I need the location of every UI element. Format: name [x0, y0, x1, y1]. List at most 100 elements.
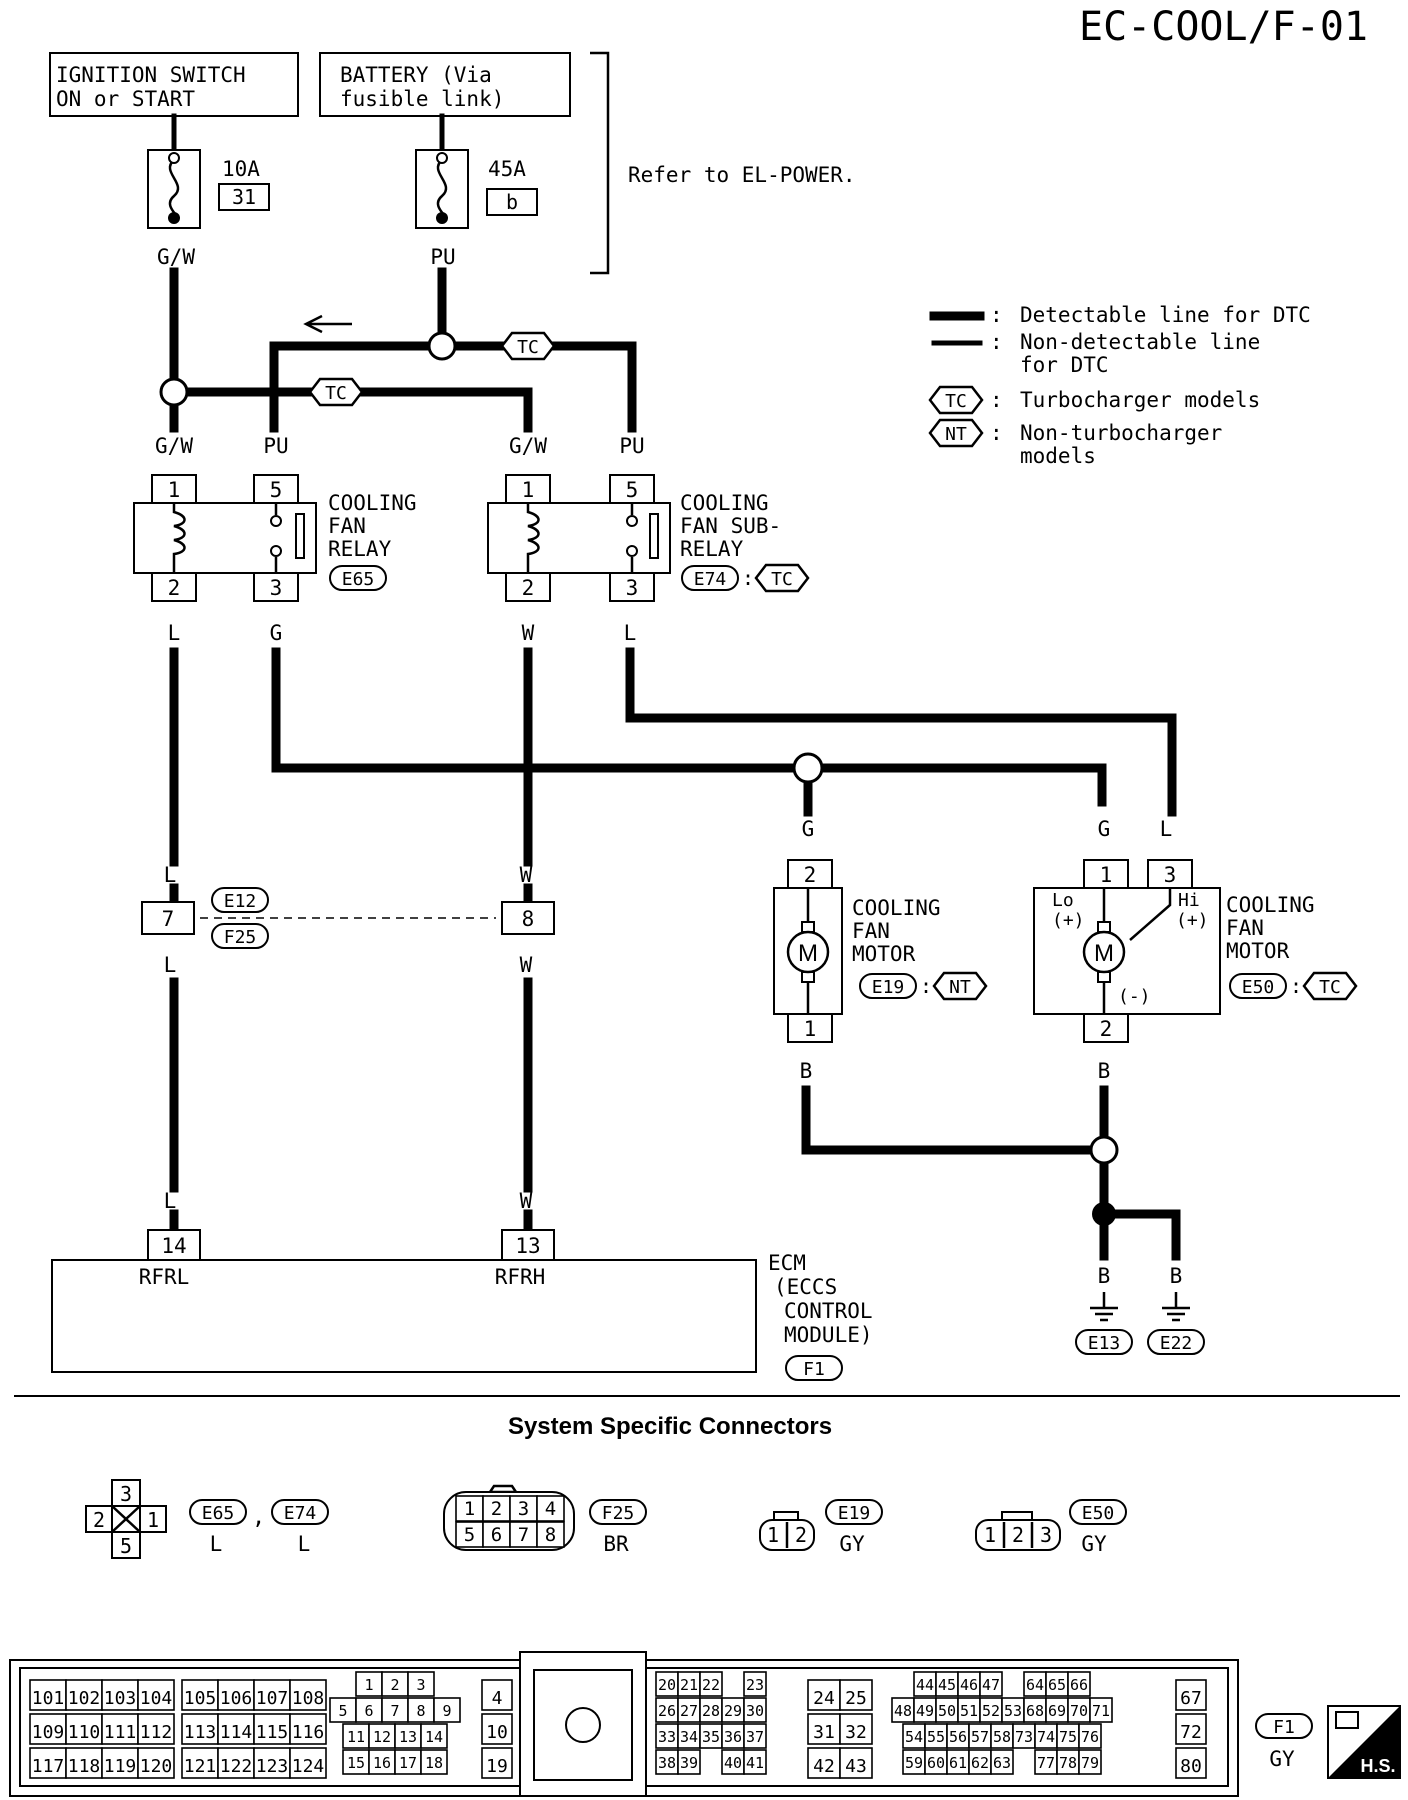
- relay2-label-1: COOLING: [680, 491, 769, 515]
- ecm-cavity: 4: [492, 1688, 503, 1709]
- ecm-cavity: 10: [486, 1722, 508, 1743]
- ecm-cavity: 110: [68, 1722, 101, 1743]
- relay2-label-3: RELAY: [680, 537, 744, 561]
- ecm-cavity: 105: [184, 1688, 217, 1709]
- joint-pin-8: 8: [522, 907, 535, 931]
- ecm-cavity: 74: [1037, 1728, 1055, 1746]
- ecm-cavity: 101: [32, 1688, 65, 1709]
- e50-color: GY: [1081, 1532, 1107, 1556]
- fuse-10a-wire: G/W: [157, 245, 195, 269]
- ecm-cavity: 31: [813, 1722, 835, 1743]
- ecm-cavity: 75: [1059, 1728, 1077, 1746]
- ecm-cavity-cell: [699, 1671, 723, 1697]
- ecm-cavity: 63: [993, 1754, 1011, 1772]
- f25-cavity-cell: [455, 1495, 484, 1522]
- ignition-switch-box: IGNITION SWITCH ON or START: [49, 52, 299, 117]
- e19-conn: E19: [838, 1503, 871, 1524]
- ecm-cavity-cell: [101, 1713, 139, 1745]
- ecm-cavity: 120: [140, 1756, 173, 1777]
- ecm-conn: F1: [803, 1359, 825, 1380]
- ecm-cavity: 50: [938, 1702, 956, 1720]
- ecm-cavity-cell: [253, 1747, 291, 1779]
- legend-turbo: Turbocharger models: [1020, 388, 1260, 412]
- relay2-conn: E74: [694, 569, 727, 590]
- f25-cavity: 7: [518, 1524, 529, 1546]
- relay2-pin1: 1: [522, 478, 535, 502]
- svg-text:1: 1: [767, 1523, 779, 1547]
- svg-text:3: 3: [120, 1482, 132, 1506]
- relay-conn-color-1: L: [210, 1532, 223, 1556]
- f25-cavity-cell: [509, 1495, 538, 1522]
- ecm-cavity-cell: [181, 1679, 219, 1711]
- ecm-cavity-cell: [368, 1749, 396, 1775]
- joint-pin-7: 7: [162, 907, 175, 931]
- ecm-cavity-cell: [839, 1679, 873, 1711]
- ecm-cavity-cell: [65, 1679, 103, 1711]
- relay2-pin5: 5: [626, 478, 639, 502]
- ecm-cavity: 111: [104, 1722, 137, 1743]
- ecm-cavity: 30: [746, 1702, 764, 1720]
- relay1-label-2: FAN: [328, 514, 366, 538]
- ecm-cavity-cell: [1078, 1723, 1102, 1749]
- ecm-cavity: 59: [905, 1754, 923, 1772]
- ecm-cavity: 19: [486, 1756, 508, 1777]
- ecm-cavity-cell: [253, 1679, 291, 1711]
- svg-text::: :: [990, 330, 1003, 354]
- ecm-block: 14 13 RFRL RFRH ECM (ECCS CONTROL MODULE…: [51, 1229, 873, 1381]
- ecm-cavity: 2: [390, 1676, 399, 1694]
- ecm-cavity: 7: [390, 1702, 399, 1720]
- wire-r1-g: G: [270, 621, 283, 645]
- ecm-cavity: 5: [338, 1702, 347, 1720]
- motor1-m-icon: [786, 930, 830, 974]
- svg-text:2: 2: [93, 1508, 105, 1532]
- ecm-cavity: 6: [364, 1702, 373, 1720]
- ecm-cavity: 49: [916, 1702, 934, 1720]
- ecm-cavity: 62: [971, 1754, 989, 1772]
- tc-tag-ignition: TC: [308, 377, 364, 407]
- legend-non-turbo-2: models: [1020, 444, 1096, 468]
- motor2-label-2: FAN: [1226, 916, 1264, 940]
- ecm-cavity: 107: [256, 1688, 289, 1709]
- svg-text::: :: [990, 388, 1003, 412]
- tc-tag-battery: TC: [500, 331, 556, 361]
- ecm-pin-name-rfrh: RFRH: [495, 1265, 546, 1289]
- ecm-cavity-cell: [743, 1749, 767, 1775]
- battery-box: BATTERY (Via fusible link): [319, 52, 571, 117]
- splice-ignition: [159, 377, 189, 407]
- ecm-cavity-cell: [407, 1671, 435, 1697]
- ecm-cavity: 104: [140, 1688, 173, 1709]
- motor1-pin-top: 2: [804, 863, 817, 887]
- ground2-wire: B: [1170, 1264, 1183, 1288]
- ecm-cavity-cell: [807, 1679, 841, 1711]
- ecm-cavity: 8: [416, 1702, 425, 1720]
- ecm-cavity-cell: [677, 1749, 701, 1775]
- ecm-cavity: 67: [1180, 1688, 1202, 1709]
- ecm-cavity: 72: [1180, 1722, 1202, 1743]
- ecm-cavity-cell: [355, 1697, 383, 1723]
- ecm-cavity: 54: [905, 1728, 923, 1746]
- power-bracket: [590, 51, 610, 275]
- f25-color: BR: [603, 1532, 629, 1556]
- ecm-cavity-cell: [394, 1723, 422, 1749]
- svg-text:1: 1: [147, 1508, 159, 1532]
- relay1-label-1: COOLING: [328, 491, 417, 515]
- ecm-cavity: 119: [104, 1756, 137, 1777]
- legend-nt-tag: NT: [945, 424, 967, 445]
- ecm-cavity: 45: [938, 1676, 956, 1694]
- motor2-hi: Hi: [1178, 890, 1200, 911]
- ecm-pin-13: 13: [515, 1234, 540, 1258]
- e19-connector-face: 1 2 E19 GY: [759, 1499, 883, 1556]
- relay2-tag: TC: [771, 569, 793, 590]
- relay1-pin2: 2: [168, 576, 181, 600]
- f25-cavity: 6: [491, 1524, 502, 1546]
- ecm-cavity-cell: [253, 1713, 291, 1745]
- ecm-cavity: 123: [256, 1756, 289, 1777]
- ecm-cavity-cell: [368, 1723, 396, 1749]
- ecm-cavity: 71: [1092, 1702, 1110, 1720]
- ecm-cavity: 20: [658, 1676, 676, 1694]
- svg-text:,: ,: [252, 1505, 265, 1530]
- ecm-cavity-cell: [65, 1713, 103, 1745]
- f25-cavity-cell: [536, 1521, 565, 1548]
- f25-cavity: 1: [464, 1498, 475, 1520]
